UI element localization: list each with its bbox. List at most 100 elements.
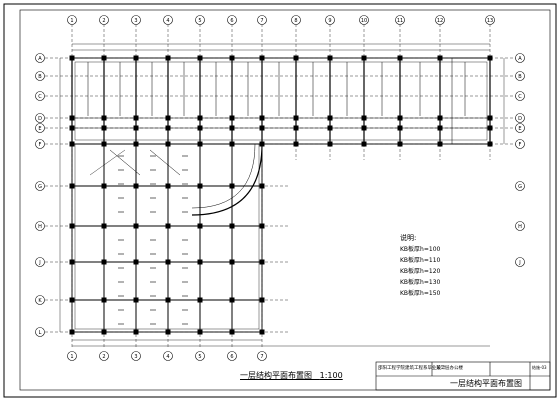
plan-caption: 一层结构平面布置图 1:100 xyxy=(240,370,343,381)
svg-text:G: G xyxy=(38,184,42,190)
axis-bubble-top: 13 xyxy=(485,15,495,25)
title-block-project: 某二层办公楼 xyxy=(436,366,463,371)
svg-text:A: A xyxy=(518,56,522,62)
axis-bubble-bottom: 7 xyxy=(257,351,267,361)
svg-text:5: 5 xyxy=(198,18,201,24)
svg-text:12: 12 xyxy=(437,18,443,24)
svg-text:4: 4 xyxy=(166,354,169,360)
svg-text:K: K xyxy=(38,298,42,304)
note-line: KB板厚h=100 xyxy=(400,246,441,253)
axis-bubble-right: A xyxy=(515,53,525,63)
note-line: KB板厚h=120 xyxy=(400,268,441,275)
svg-text:D: D xyxy=(518,116,522,122)
svg-text:E: E xyxy=(38,126,41,132)
axis-bubble-left: E xyxy=(35,123,45,133)
svg-text:J: J xyxy=(38,260,40,266)
axis-bubble-top: 7 xyxy=(257,15,267,25)
dimension-lines xyxy=(59,43,505,347)
axis-bubble-top: 5 xyxy=(195,15,205,25)
axis-bubble-right: G xyxy=(515,181,525,191)
axis-bubble-right: H xyxy=(515,221,525,231)
svg-text:8: 8 xyxy=(294,18,297,24)
plan-caption-text: 一层结构平面布置图 xyxy=(240,371,312,380)
axis-bubble-top: 4 xyxy=(163,15,173,25)
svg-text:10: 10 xyxy=(361,18,367,24)
column xyxy=(69,329,75,335)
axis-bubble-right: E xyxy=(515,123,525,133)
svg-text:B: B xyxy=(518,74,522,80)
axis-bubble-left: B xyxy=(35,71,45,81)
svg-text:F: F xyxy=(39,142,42,148)
svg-text:J: J xyxy=(518,260,520,266)
title-block-drawing-name: 一层结构平面布置图 xyxy=(450,379,522,388)
axis-bubble-right: B xyxy=(515,71,525,81)
title-block xyxy=(375,361,551,391)
notes-title: 说明: xyxy=(400,234,417,242)
axis-bubble-left: F xyxy=(35,139,45,149)
axis-bubble-left: A xyxy=(35,53,45,63)
plan-scale-text: 1:100 xyxy=(319,371,343,380)
svg-text:A: A xyxy=(38,56,42,62)
axis-bubble-top: 8 xyxy=(291,15,301,25)
svg-text:C: C xyxy=(518,94,522,100)
svg-text:6: 6 xyxy=(230,18,233,24)
axis-bubble-left: G xyxy=(35,181,45,191)
svg-text:7: 7 xyxy=(260,18,263,24)
svg-text:F: F xyxy=(519,142,522,148)
note-line: KB板厚h=130 xyxy=(400,279,441,286)
axis-bubble-bottom: 5 xyxy=(195,351,205,361)
axis-bubble-top: 10 xyxy=(359,15,369,25)
axis-bubble-right: C xyxy=(515,91,525,101)
axis-bubble-top: 6 xyxy=(227,15,237,25)
svg-text:11: 11 xyxy=(397,18,403,24)
axis-bubble-left: D xyxy=(35,113,45,123)
axis-bubble-left: J xyxy=(35,257,45,267)
svg-text:1: 1 xyxy=(70,354,73,360)
svg-text:2: 2 xyxy=(102,18,105,24)
svg-text:E: E xyxy=(518,126,521,132)
axis-bubble-bottom: 4 xyxy=(163,351,173,361)
axis-bubble-left: L xyxy=(35,327,45,337)
axis-bubble-right: J xyxy=(515,257,525,267)
svg-text:H: H xyxy=(38,224,42,230)
svg-text:3: 3 xyxy=(134,354,137,360)
svg-text:6: 6 xyxy=(230,354,233,360)
title-block-org: 邵阳工程学院建筑工程系毕业设计 xyxy=(378,366,446,371)
axis-bubble-bottom: 2 xyxy=(99,351,109,361)
svg-text:B: B xyxy=(38,74,42,80)
svg-text:1: 1 xyxy=(70,18,73,24)
axis-bubble-left: H xyxy=(35,221,45,231)
svg-text:C: C xyxy=(38,94,42,100)
title-block-sheet-no: 结施-03 xyxy=(532,365,547,370)
svg-text:5: 5 xyxy=(198,354,201,360)
svg-text:L: L xyxy=(39,330,42,336)
inner-frame xyxy=(19,9,551,391)
axis-bubble-left: K xyxy=(35,295,45,305)
svg-text:9: 9 xyxy=(328,18,331,24)
axis-bubble-left: C xyxy=(35,91,45,101)
svg-text:13: 13 xyxy=(487,18,493,24)
sheet-border xyxy=(3,3,557,398)
axis-bubble-right: D xyxy=(515,113,525,123)
svg-text:7: 7 xyxy=(260,354,263,360)
svg-text:3: 3 xyxy=(134,18,137,24)
svg-text:D: D xyxy=(38,116,42,122)
axis-bubble-top: 12 xyxy=(435,15,445,25)
axis-bubble-top: 1 xyxy=(67,15,77,25)
axis-bubble-bottom: 1 xyxy=(67,351,77,361)
notes-block: 说明: KB板厚h=100 KB板厚h=110 KB板厚h=120 KB板厚h=… xyxy=(400,233,440,299)
axis-bubble-bottom: 3 xyxy=(131,351,141,361)
axis-bubble-top: 2 xyxy=(99,15,109,25)
axis-bubble-top: 9 xyxy=(325,15,335,25)
axis-bubble-top: 3 xyxy=(131,15,141,25)
svg-text:2: 2 xyxy=(102,354,105,360)
svg-text:G: G xyxy=(518,184,522,190)
svg-text:H: H xyxy=(518,224,522,230)
axis-bubble-right: F xyxy=(515,139,525,149)
beams-and-columns xyxy=(69,55,493,335)
svg-text:4: 4 xyxy=(166,18,169,24)
axis-bubble-top: 11 xyxy=(395,15,405,25)
axis-bubble-bottom: 6 xyxy=(227,351,237,361)
